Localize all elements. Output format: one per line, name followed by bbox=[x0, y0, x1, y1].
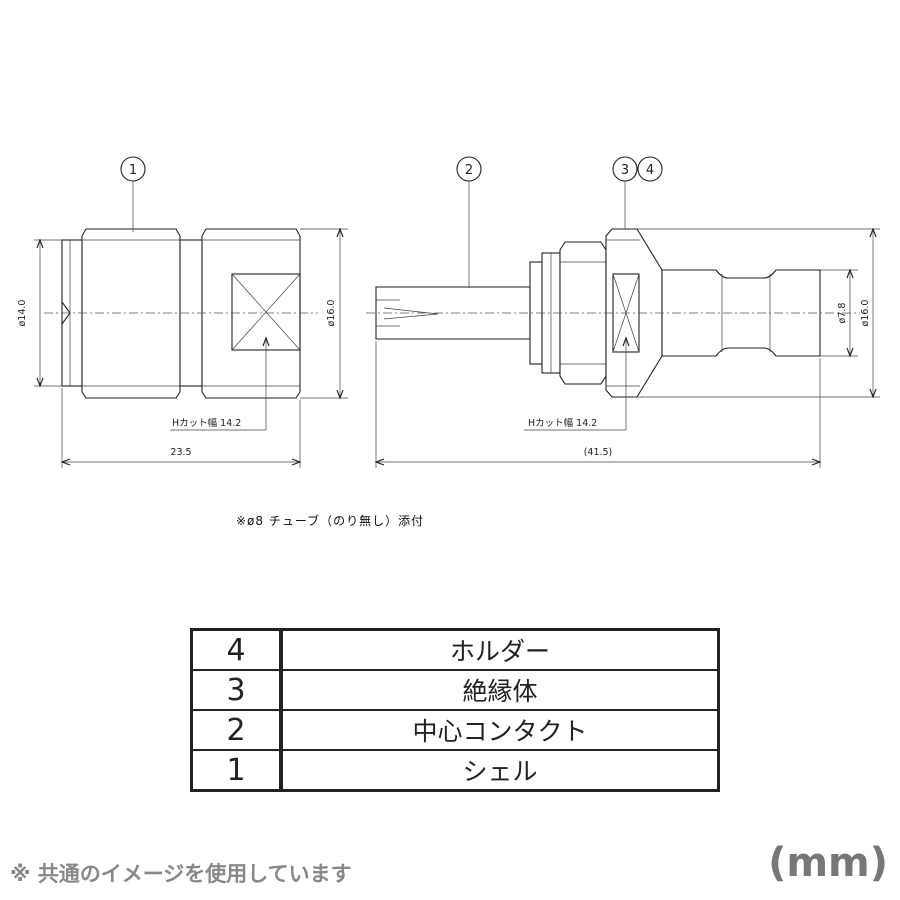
part-name: シェル bbox=[280, 749, 720, 792]
balloon-4: 4 bbox=[637, 156, 663, 182]
right-length: (41.5) bbox=[584, 447, 613, 458]
image-footnote: ※ 共通のイメージを使用しています bbox=[10, 862, 352, 886]
balloon-2: 2 bbox=[456, 156, 482, 288]
svg-text:4: 4 bbox=[646, 163, 654, 178]
part-name: ホルダー bbox=[280, 628, 720, 671]
part-name: 絶縁体 bbox=[280, 669, 720, 711]
table-row: 4 ホルダー bbox=[190, 628, 720, 671]
part-number: 1 bbox=[190, 749, 283, 792]
svg-text:2: 2 bbox=[465, 163, 473, 178]
table-row: 1 シェル bbox=[190, 749, 720, 792]
left-dia-large: ø16.0 bbox=[326, 300, 337, 327]
right-dia-small: ø7.8 bbox=[837, 303, 848, 324]
part-number: 2 bbox=[190, 709, 283, 751]
left-length: 23.5 bbox=[170, 447, 191, 458]
balloon-1: 1 bbox=[120, 156, 146, 232]
unit-label: (mm) bbox=[768, 840, 888, 886]
part-number: 3 bbox=[190, 669, 283, 711]
contact-assembly-view bbox=[366, 228, 860, 398]
connector-drawing: ø14.0 ø16.0 Hカット幅 14.2 23.5 1 bbox=[17, 156, 880, 468]
tube-note: ※ø8 チューブ（のり無し）添付 bbox=[236, 514, 425, 528]
table-row: 3 絶縁体 bbox=[190, 669, 720, 711]
left-hcut-label: Hカット幅 14.2 bbox=[172, 417, 241, 429]
shell-dimensions: ø14.0 ø16.0 Hカット幅 14.2 23.5 bbox=[17, 227, 348, 468]
shell-view bbox=[44, 228, 318, 399]
part-name: 中心コンタクト bbox=[280, 709, 720, 751]
right-hcut-label: Hカット幅 14.2 bbox=[528, 417, 597, 429]
svg-text:3: 3 bbox=[621, 163, 629, 178]
svg-text:1: 1 bbox=[129, 163, 137, 178]
parts-table: 4 ホルダー 3 絶縁体 2 中心コンタクト 1 シェル bbox=[190, 628, 720, 792]
balloon-3: 3 bbox=[612, 156, 638, 229]
right-dia-large: ø16.0 bbox=[860, 300, 871, 327]
table-row: 2 中心コンタクト bbox=[190, 709, 720, 751]
left-dia-small: ø14.0 bbox=[17, 300, 28, 327]
contact-dimensions: ø7.8 ø16.0 Hカット幅 14.2 (41.5) bbox=[374, 227, 880, 468]
part-number: 4 bbox=[190, 628, 283, 671]
